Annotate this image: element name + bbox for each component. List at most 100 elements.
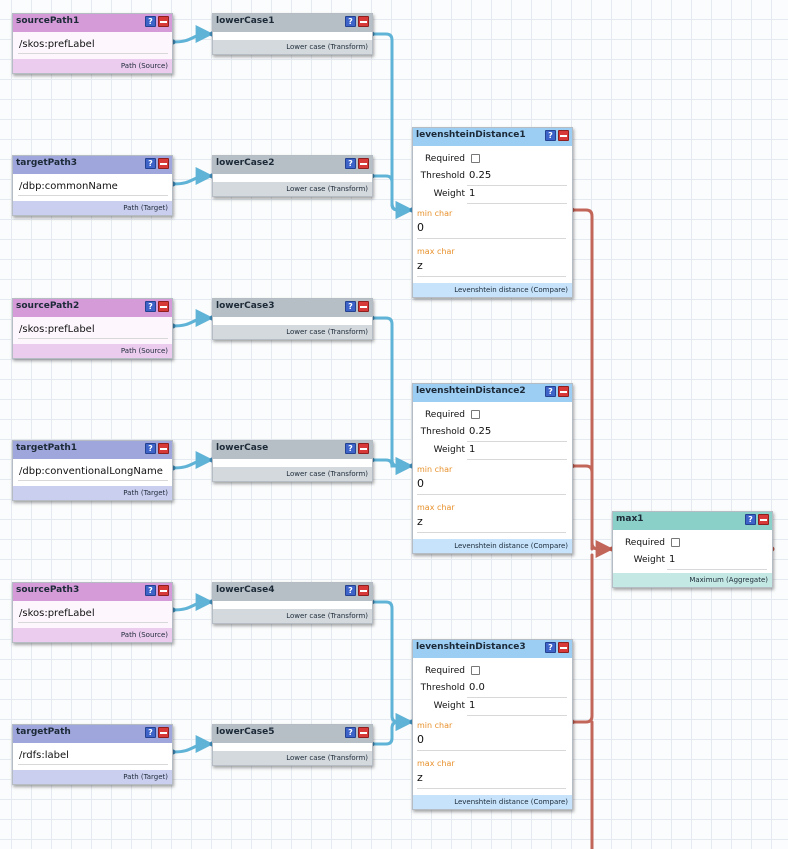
node-header[interactable]: targetPath ?	[13, 725, 172, 743]
remove-icon[interactable]	[158, 585, 169, 596]
node-header[interactable]: levenshteinDistance3 ?	[413, 640, 572, 658]
help-icon[interactable]: ?	[145, 301, 156, 312]
threshold-input[interactable]: 0.0	[469, 682, 485, 693]
remove-icon[interactable]	[358, 16, 369, 27]
node-header[interactable]: lowerCase3 ?	[213, 299, 372, 317]
node-levenshteinDistance3[interactable]: levenshteinDistance3 ? Required Threshol…	[412, 639, 573, 810]
node-lowerCase3[interactable]: lowerCase3 ? Lower case (Transform)	[212, 298, 373, 340]
path-value[interactable]: /rdfs:label	[18, 750, 168, 765]
threshold-input[interactable]: 0.25	[469, 170, 492, 181]
node-title: lowerCase1	[216, 16, 275, 26]
weight-input[interactable]: 1	[469, 188, 476, 199]
weight-input[interactable]: 1	[469, 700, 476, 711]
remove-icon[interactable]	[358, 301, 369, 312]
remove-icon[interactable]	[358, 585, 369, 596]
min-char-label: min char	[417, 721, 453, 730]
remove-icon[interactable]	[158, 158, 169, 169]
node-header[interactable]: sourcePath2 ?	[13, 299, 172, 317]
path-value[interactable]: /dbp:commonName	[18, 181, 168, 196]
weight-input[interactable]: 1	[469, 444, 476, 455]
node-header[interactable]: lowerCase1 ?	[213, 14, 372, 32]
node-sourcePath1[interactable]: sourcePath1 ? /skos:prefLabel Path (Sour…	[12, 13, 173, 74]
help-icon[interactable]: ?	[345, 16, 356, 27]
min-char-label: min char	[417, 209, 453, 218]
node-sourcePath2[interactable]: sourcePath2 ? /skos:prefLabel Path (Sour…	[12, 298, 173, 359]
node-header[interactable]: lowerCase5 ?	[213, 725, 372, 743]
node-header[interactable]: levenshteinDistance2 ?	[413, 384, 572, 402]
node-title: targetPath	[16, 727, 71, 737]
node-title: levenshteinDistance2	[416, 386, 526, 396]
help-icon[interactable]: ?	[145, 158, 156, 169]
path-value[interactable]: /skos:prefLabel	[18, 324, 168, 339]
remove-icon[interactable]	[558, 130, 569, 141]
node-type-label: Levenshtein distance (Compare)	[413, 539, 572, 553]
node-header[interactable]: sourcePath1 ?	[13, 14, 172, 32]
node-header[interactable]: max1 ?	[613, 512, 772, 530]
node-lowerCase2[interactable]: lowerCase2 ? Lower case (Transform)	[212, 155, 373, 197]
help-icon[interactable]: ?	[545, 386, 556, 397]
node-title: targetPath1	[16, 443, 78, 453]
remove-icon[interactable]	[358, 443, 369, 454]
help-icon[interactable]: ?	[145, 16, 156, 27]
weight-input[interactable]: 1	[669, 554, 676, 565]
wire-lev1-max1	[571, 208, 614, 558]
node-header[interactable]: targetPath3 ?	[13, 156, 172, 174]
node-lowerCase5[interactable]: lowerCase5 ? Lower case (Transform)	[212, 724, 373, 766]
help-icon[interactable]: ?	[345, 443, 356, 454]
node-levenshteinDistance1[interactable]: levenshteinDistance1 ? Required Threshol…	[412, 127, 573, 298]
node-targetPath3[interactable]: targetPath3 ? /dbp:commonName Path (Targ…	[12, 155, 173, 216]
remove-icon[interactable]	[158, 301, 169, 312]
path-value[interactable]: /skos:prefLabel	[18, 608, 168, 623]
help-icon[interactable]: ?	[745, 514, 756, 525]
remove-icon[interactable]	[558, 642, 569, 653]
min-char-input[interactable]: 0	[417, 733, 424, 746]
wire-target3-lowercase2	[171, 167, 214, 186]
node-header[interactable]: sourcePath3 ?	[13, 583, 172, 601]
path-value[interactable]: /dbp:conventionalLongName	[18, 466, 168, 481]
required-checkbox[interactable]	[471, 154, 480, 163]
max-char-input[interactable]: z	[417, 515, 423, 528]
required-checkbox[interactable]	[471, 410, 480, 419]
help-icon[interactable]: ?	[345, 158, 356, 169]
node-levenshteinDistance2[interactable]: levenshteinDistance2 ? Required Threshol…	[412, 383, 573, 554]
node-lowerCase[interactable]: lowerCase ? Lower case (Transform)	[212, 440, 373, 482]
help-icon[interactable]: ?	[545, 130, 556, 141]
remove-icon[interactable]	[158, 727, 169, 738]
required-checkbox[interactable]	[671, 538, 680, 547]
remove-icon[interactable]	[558, 386, 569, 397]
path-value[interactable]: /skos:prefLabel	[18, 39, 168, 54]
node-sourcePath3[interactable]: sourcePath3 ? /skos:prefLabel Path (Sour…	[12, 582, 173, 643]
help-icon[interactable]: ?	[345, 727, 356, 738]
node-header[interactable]: lowerCase ?	[213, 441, 372, 459]
required-checkbox[interactable]	[471, 666, 480, 675]
node-header[interactable]: lowerCase4 ?	[213, 583, 372, 601]
help-icon[interactable]: ?	[145, 443, 156, 454]
help-icon[interactable]: ?	[345, 301, 356, 312]
remove-icon[interactable]	[158, 443, 169, 454]
remove-icon[interactable]	[158, 16, 169, 27]
remove-icon[interactable]	[358, 158, 369, 169]
node-title: sourcePath1	[16, 16, 80, 26]
node-header[interactable]: lowerCase2 ?	[213, 156, 372, 174]
help-icon[interactable]: ?	[345, 585, 356, 596]
node-header[interactable]: targetPath1 ?	[13, 441, 172, 459]
min-char-input[interactable]: 0	[417, 221, 424, 234]
node-type-label: Levenshtein distance (Compare)	[413, 795, 572, 809]
help-icon[interactable]: ?	[545, 642, 556, 653]
wire-source3-lowercase4	[171, 593, 214, 612]
node-title: sourcePath2	[16, 301, 80, 311]
node-header[interactable]: levenshteinDistance1 ?	[413, 128, 572, 146]
remove-icon[interactable]	[758, 514, 769, 525]
node-lowerCase1[interactable]: lowerCase1 ? Lower case (Transform)	[212, 13, 373, 55]
help-icon[interactable]: ?	[145, 585, 156, 596]
help-icon[interactable]: ?	[145, 727, 156, 738]
max-char-input[interactable]: z	[417, 771, 423, 784]
node-targetPath1[interactable]: targetPath1 ? /dbp:conventionalLongName …	[12, 440, 173, 501]
min-char-input[interactable]: 0	[417, 477, 424, 490]
max-char-input[interactable]: z	[417, 259, 423, 272]
remove-icon[interactable]	[358, 727, 369, 738]
node-lowerCase4[interactable]: lowerCase4 ? Lower case (Transform)	[212, 582, 373, 624]
node-targetPath[interactable]: targetPath ? /rdfs:label Path (Target)	[12, 724, 173, 785]
threshold-input[interactable]: 0.25	[469, 426, 492, 437]
